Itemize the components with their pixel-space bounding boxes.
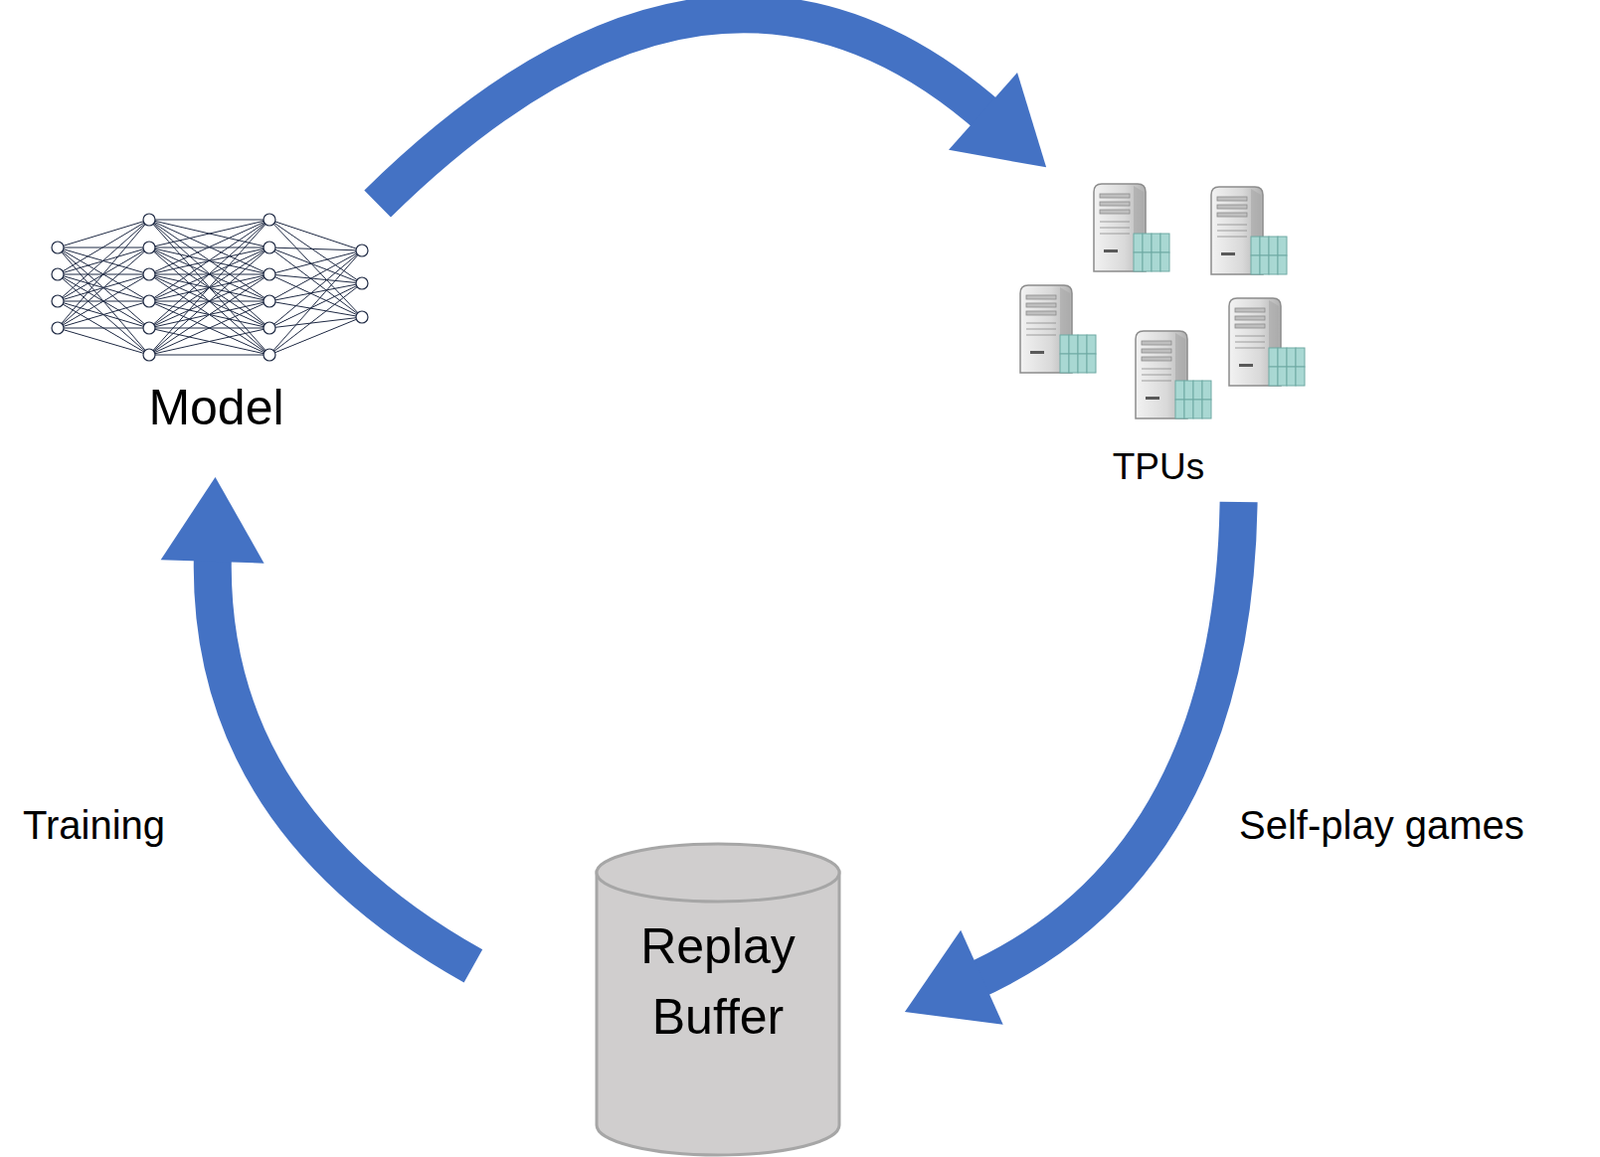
curved-arrow bbox=[377, 13, 1047, 204]
replay-buffer-cylinder: Replay Buffer bbox=[594, 842, 842, 1157]
curved-arrow bbox=[161, 477, 474, 967]
neural-network-icon bbox=[51, 213, 368, 361]
edge-label: Self-play games bbox=[1239, 803, 1525, 849]
node-label: Replay Buffer bbox=[608, 911, 828, 1054]
edge-label: Training bbox=[22, 803, 166, 849]
curved-arrow bbox=[904, 502, 1240, 1026]
tpus-node: TPUs bbox=[1004, 174, 1313, 503]
node-label: Model bbox=[148, 372, 284, 444]
model-node: Model bbox=[44, 203, 388, 448]
server-icons bbox=[1020, 183, 1305, 419]
node-label: TPUs bbox=[1112, 441, 1206, 495]
